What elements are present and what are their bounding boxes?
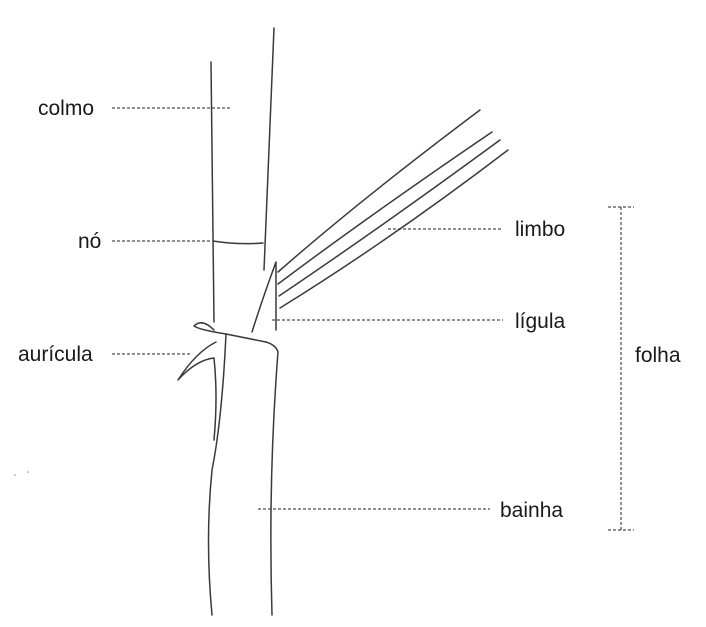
label-colmo: colmo bbox=[38, 97, 95, 120]
label-no: nó bbox=[78, 230, 102, 253]
speck bbox=[27, 471, 29, 473]
label-ligula: lígula bbox=[515, 310, 566, 333]
label-folha: folha bbox=[635, 344, 681, 367]
speck bbox=[14, 474, 16, 476]
sheath-bainha bbox=[207, 333, 279, 616]
ligule-ligula bbox=[251, 261, 277, 333]
label-limbo: limbo bbox=[515, 218, 566, 241]
stem-colmo bbox=[210, 27, 275, 323]
label-bainha: bainha bbox=[500, 499, 564, 522]
auricle-auricula bbox=[177, 322, 267, 441]
folha-bracket bbox=[608, 206, 634, 531]
stem-node bbox=[212, 240, 264, 245]
label-auricula: aurícula bbox=[18, 343, 93, 366]
leaf-blade-limbo bbox=[277, 109, 509, 309]
